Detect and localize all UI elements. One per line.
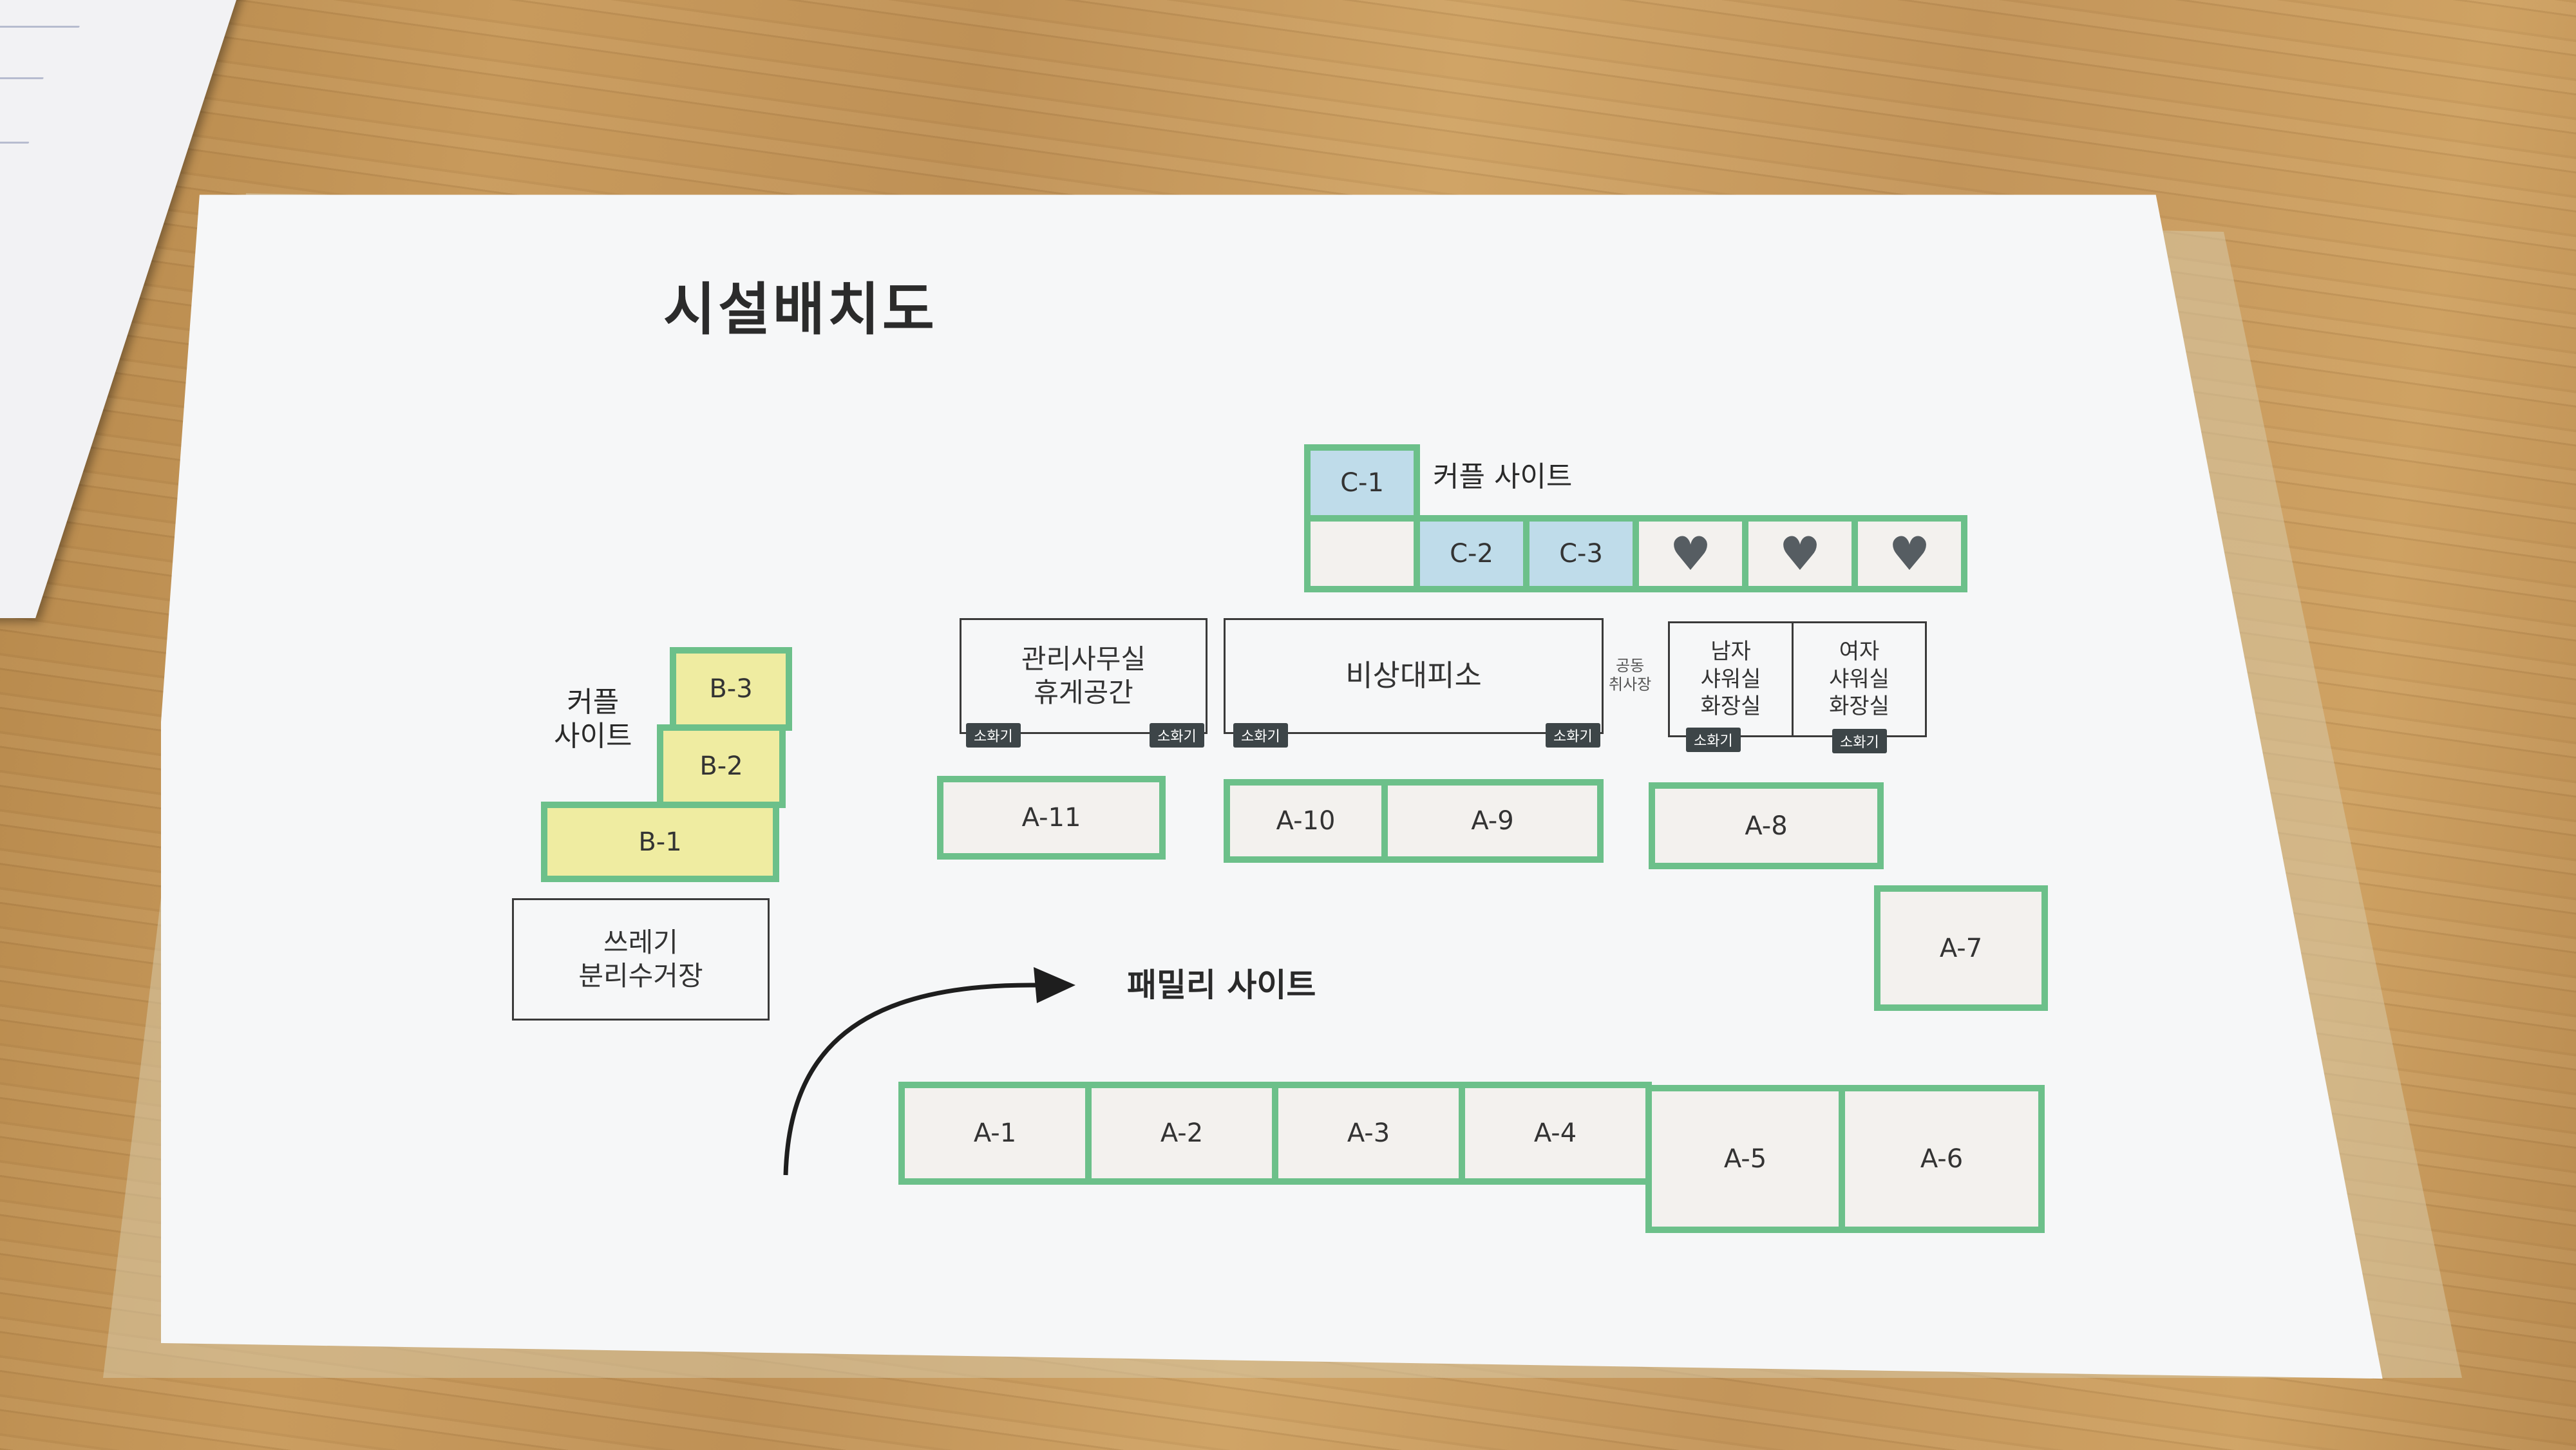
site-label: B-1: [638, 827, 682, 857]
building-label: 남자 샤워실 화장실: [1700, 639, 1761, 720]
map-title: 시설배치도: [663, 276, 937, 343]
site-a8[interactable]: A-8: [1649, 782, 1884, 869]
site-label: A-2: [1160, 1118, 1204, 1148]
site-a11[interactable]: A-11: [937, 776, 1166, 860]
curved-arrow-icon: [783, 967, 1075, 1176]
site-a9[interactable]: A-9: [1381, 779, 1604, 863]
site-label: A-8: [1745, 811, 1788, 841]
emergency-shelter[interactable]: 비상대피소: [1224, 618, 1604, 734]
site-label: A-6: [1920, 1144, 1964, 1174]
family-site-label: 패밀리 사이트: [1127, 966, 1316, 1004]
site-b1[interactable]: B-1: [541, 802, 779, 882]
site-a7[interactable]: A-7: [1874, 885, 2048, 1011]
site-c3[interactable]: C-3: [1523, 515, 1639, 592]
building-label: 쓰레기 분리수거장: [578, 926, 703, 992]
scribble: [0, 77, 44, 79]
womens-shower-restroom[interactable]: 여자 샤워실 화장실: [1792, 621, 1927, 737]
fire-extinguisher-badge: 소화기: [1546, 723, 1600, 748]
site-label: C-2: [1450, 539, 1493, 569]
site-a6[interactable]: A-6: [1839, 1085, 2045, 1233]
site-label: A-9: [1471, 806, 1514, 836]
fire-extinguisher-badge: 소화기: [1832, 729, 1887, 753]
site-heart-3[interactable]: ♥: [1852, 515, 1967, 592]
couple-site-label-top: 커플 사이트: [1433, 460, 1573, 493]
couple-site-label-left: 커플 사이트: [554, 686, 632, 753]
site-c2[interactable]: C-2: [1414, 515, 1530, 592]
site-a4[interactable]: A-4: [1459, 1082, 1652, 1185]
trash-recycling-area[interactable]: 쓰레기 분리수거장: [512, 898, 770, 1021]
building-label: 비상대피소: [1345, 658, 1482, 693]
scribble: [0, 26, 80, 28]
fire-extinguisher-badge: 소화기: [966, 723, 1021, 748]
facility-map-sheet: 시설배치도 C-1 C-2 C-3 ♥ ♥ ♥ 커플 사이트 B-3 B-2 B…: [161, 194, 2383, 1379]
fire-extinguisher-badge: 소화기: [1150, 723, 1204, 748]
site-a2[interactable]: A-2: [1085, 1082, 1278, 1185]
site-c-empty: [1304, 515, 1420, 592]
building-label: 여자 샤워실 화장실: [1829, 639, 1889, 720]
fire-extinguisher-badge: 소화기: [1233, 723, 1288, 748]
site-label: A-11: [1021, 803, 1081, 833]
shared-kitchen-label: 공동 취사장: [1609, 657, 1652, 693]
heart-icon: ♥: [1779, 527, 1821, 581]
building-label: 관리사무실 휴게공간: [1021, 643, 1146, 709]
site-label: A-7: [1939, 933, 1983, 963]
mens-shower-restroom[interactable]: 남자 샤워실 화장실: [1668, 621, 1794, 737]
scribble: [0, 142, 30, 144]
site-label: A-10: [1276, 806, 1336, 836]
site-a5[interactable]: A-5: [1645, 1085, 1845, 1233]
site-label: C-1: [1340, 468, 1384, 498]
site-label: A-5: [1723, 1144, 1767, 1174]
site-heart-2[interactable]: ♥: [1742, 515, 1858, 592]
site-label: A-3: [1347, 1118, 1390, 1148]
site-label: A-1: [973, 1118, 1017, 1148]
heart-icon: ♥: [1669, 527, 1712, 581]
office-rest-area[interactable]: 관리사무실 휴게공간: [960, 618, 1208, 734]
heart-icon: ♥: [1888, 527, 1931, 581]
site-a1[interactable]: A-1: [898, 1082, 1092, 1185]
site-label: B-2: [699, 751, 743, 781]
site-label: A-4: [1533, 1118, 1577, 1148]
site-a3[interactable]: A-3: [1272, 1082, 1465, 1185]
fire-extinguisher-badge: 소화기: [1686, 728, 1741, 752]
site-label: B-3: [709, 674, 753, 704]
site-label: C-3: [1559, 539, 1603, 569]
